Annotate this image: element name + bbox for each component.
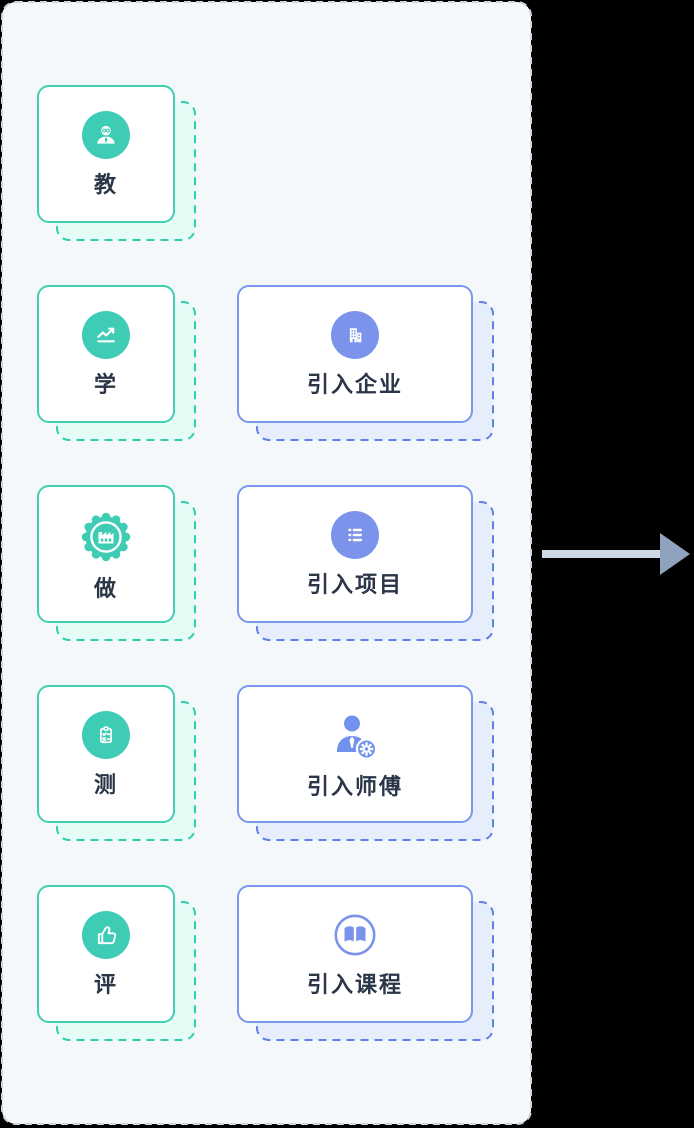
trend-chart-icon <box>82 311 130 359</box>
worker-gear-icon <box>329 711 381 761</box>
flow-arrow-right <box>542 533 690 575</box>
bullet-list-icon <box>331 511 379 559</box>
stage-card-evaluate: 评 <box>37 885 196 1041</box>
building-icon <box>331 311 379 359</box>
stage-card-do: 做 <box>37 485 196 641</box>
thumbs-up-icon <box>82 911 130 959</box>
teacher-icon <box>82 111 130 159</box>
stage-card-face: 评 <box>37 885 175 1023</box>
import-card-label: 引入师傅 <box>306 774 403 799</box>
stage-card-label: 教 <box>93 172 118 197</box>
stage-card-label: 学 <box>93 372 118 397</box>
import-card-face: 引入项目 <box>237 485 473 623</box>
import-card-enterprise: 引入企业 <box>237 285 494 441</box>
import-card-label: 引入项目 <box>306 572 403 597</box>
import-card-course: 引入课程 <box>237 885 494 1041</box>
import-card-master: 引入师傅 <box>237 685 494 841</box>
stage-card-face: 做 <box>37 485 175 623</box>
import-card-label: 引入企业 <box>306 372 403 397</box>
import-card-project: 引入项目 <box>237 485 494 641</box>
stage-card-label: 做 <box>93 576 118 601</box>
import-card-face: 引入课程 <box>237 885 473 1023</box>
factory-badge-icon <box>80 511 132 563</box>
clipboard-checklist-icon <box>82 711 130 759</box>
import-card-label: 引入课程 <box>306 972 403 997</box>
stage-card-face: 教 <box>37 85 175 223</box>
stage-card-label: 评 <box>93 972 118 997</box>
stage-card-face: 学 <box>37 285 175 423</box>
stage-card-test: 测 <box>37 685 196 841</box>
import-card-face: 引入师傅 <box>237 685 473 823</box>
stage-card-teach: 教 <box>37 85 196 241</box>
stage-card-label: 测 <box>93 772 118 797</box>
stage-card-learn: 学 <box>37 285 196 441</box>
stage-card-face: 测 <box>37 685 175 823</box>
open-book-icon <box>331 911 379 959</box>
import-card-face: 引入企业 <box>237 285 473 423</box>
